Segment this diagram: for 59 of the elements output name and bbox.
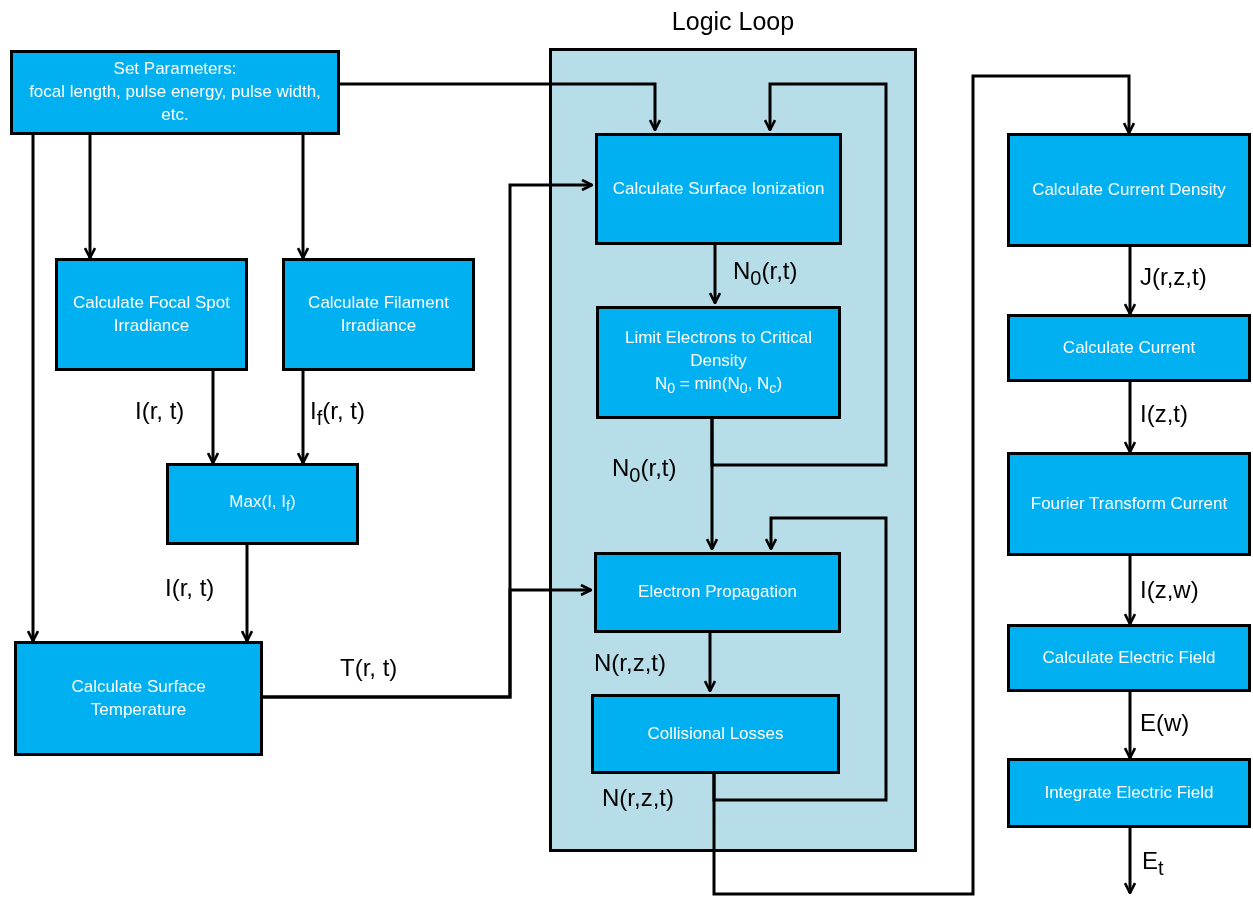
arrow	[1123, 247, 1137, 316]
process-label: Limit Electrons to Critical Density	[623, 326, 814, 372]
arrow	[296, 371, 310, 465]
edge-label: I(z,w)	[1140, 577, 1199, 604]
arrow	[83, 135, 97, 260]
edge-label: N$_{0}$(r,t)	[612, 455, 677, 486]
process-label: Set Parameters:	[113, 58, 237, 81]
process-box	[596, 306, 841, 419]
arrow	[240, 545, 254, 643]
edge-label: J(r,z,t)	[1140, 264, 1207, 291]
arrow	[296, 135, 310, 260]
arrow	[26, 135, 40, 643]
arrow	[206, 371, 220, 465]
process-label: Calculate Filament Irradiance	[307, 291, 450, 337]
edge-label: E(w)	[1140, 710, 1190, 737]
process-label: Calculate Current	[1062, 336, 1196, 359]
process-box	[166, 463, 359, 545]
arrow	[710, 82, 888, 467]
edge-label: T(r, t)	[340, 655, 398, 682]
arrow	[1123, 382, 1137, 454]
edge-label: N(r,z,t)	[594, 650, 666, 677]
arrow	[263, 583, 593, 699]
process-box	[282, 258, 475, 371]
edge-label: E$_{t}$	[1142, 848, 1164, 879]
process-box	[594, 552, 841, 633]
process-box	[10, 50, 340, 135]
loop-title: Logic Loop	[671, 6, 795, 37]
process-box	[1007, 452, 1251, 556]
process-label: Max(I, I$_{f}$)	[229, 491, 296, 517]
process-box	[591, 694, 840, 774]
arrow	[1123, 556, 1137, 626]
edge-label: N$_{0}$(r,t)	[733, 258, 798, 289]
process-label: focal length, pulse energy, pulse width, etc.	[28, 81, 322, 126]
edge-label: I(r, t)	[135, 398, 185, 425]
process-box	[55, 258, 248, 371]
process-box	[14, 641, 263, 756]
arrow	[712, 74, 1136, 896]
arrow	[1123, 692, 1137, 760]
process-label: Calculate Current Density	[1032, 178, 1226, 201]
arrow	[1123, 828, 1137, 895]
arrow	[340, 82, 662, 132]
process-box	[1007, 624, 1251, 692]
process-label: Calculate Electric Field	[1042, 646, 1216, 669]
edge-label: I$_{f}$(r, t)	[310, 398, 365, 429]
process-label: Fourier Transform Current	[1030, 492, 1228, 515]
process-box	[1007, 758, 1251, 828]
process-box	[1007, 133, 1251, 247]
process-label: Calculate Focal Spot Irradiance	[72, 291, 231, 337]
process-label: Collisional Losses	[647, 722, 784, 745]
process-label: Integrate Electric Field	[1044, 781, 1214, 804]
process-label: N$_{0}$ = min(N$_{0}$, N$_{c}$)	[654, 372, 783, 399]
process-label: Calculate Surface Ionization	[612, 177, 825, 200]
edge-label: I(r, t)	[165, 575, 215, 602]
process-box	[595, 133, 842, 245]
process-label: Calculate Surface Temperature	[70, 675, 207, 721]
edge-label: N(r,z,t)	[602, 785, 674, 812]
edge-label: I(z,t)	[1140, 401, 1188, 428]
process-box	[1007, 314, 1251, 382]
process-label: Electron Propagation	[638, 581, 797, 604]
